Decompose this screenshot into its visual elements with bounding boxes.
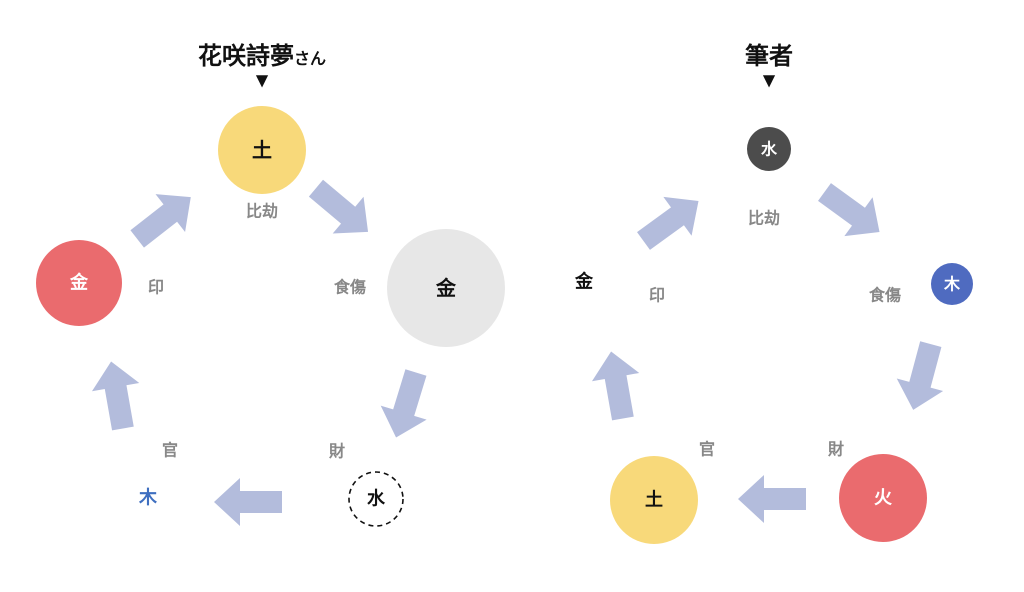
left-node-bottom-left-text: 木 (138, 487, 158, 509)
right-node-top: 水 (747, 127, 791, 171)
left-arrow-zai-to-kan (214, 478, 282, 526)
right-arrow-kan-to-in (587, 347, 647, 423)
right-marker: ▼ (763, 71, 776, 90)
right-node-bottom-left: 土 (610, 456, 698, 544)
right-label-in: 印 (649, 286, 665, 305)
left-title: 花咲詩夢さん (198, 36, 326, 71)
left-arrow-kan-to-in (87, 357, 147, 433)
left-label-shokushou: 食傷 (333, 278, 366, 297)
right-arrow-shokushou-to-zai (890, 337, 954, 417)
right-node-top-circle (747, 127, 791, 171)
left-arrow-hikou-to-shokushou (300, 169, 384, 251)
left-label-zai: 財 (329, 442, 345, 461)
right-node-left-text: 金 (574, 271, 594, 293)
right-node-top-text: 水 (761, 140, 778, 159)
right-arrow-zai-to-kan (738, 475, 806, 523)
right-node-left: 金 (574, 271, 594, 293)
right-node-bottom-left-text: 土 (645, 490, 663, 511)
right-node-right-circle (931, 263, 973, 305)
left-node-left-text: 金 (69, 272, 89, 294)
left-arrow-in-to-hikou (122, 178, 206, 258)
left-title-suffix: さん (293, 49, 327, 68)
left-node-right: 金 (387, 229, 505, 347)
left-node-top-circle (218, 106, 306, 194)
right-node-bottom-left-circle (610, 456, 698, 544)
right-arrow-in-to-hikou (629, 181, 713, 261)
left-node-bottom-right-circle (348, 471, 404, 527)
right-node-right: 木 (931, 263, 973, 305)
right-label-kan: 官 (699, 440, 715, 459)
right-label-zai: 財 (828, 440, 844, 459)
right-label-shokushou: 食傷 (868, 286, 901, 305)
left-node-left: 金 (36, 240, 122, 326)
left-arrow-shokushou-to-zai (373, 365, 439, 445)
left-node-bottom-left: 木 (138, 487, 158, 509)
left-node-bottom-right-text: 水 (367, 488, 386, 510)
right-node-bottom-right-circle (839, 454, 927, 542)
right-arrow-hikou-to-shokushou (810, 172, 894, 252)
right-title-name: 筆者 (745, 42, 793, 70)
left-node-right-circle (387, 229, 505, 347)
left-title-name: 花咲詩夢 (197, 42, 294, 70)
right-label-hikou: 比劫 (748, 209, 780, 228)
left-label-in: 印 (148, 278, 164, 297)
left-node-right-text: 金 (435, 276, 457, 300)
right-node-bottom-right-text: 火 (874, 488, 893, 509)
right-title: 筆者 (745, 36, 793, 71)
left-label-kan: 官 (162, 441, 178, 460)
left-node-top: 土 (218, 106, 306, 194)
right-node-bottom-right: 火 (839, 454, 927, 542)
left-node-top-text: 土 (252, 138, 272, 162)
left-marker: ▼ (256, 71, 269, 90)
left-node-bottom-right: 水 (348, 471, 404, 527)
right-node-right-text: 木 (943, 275, 961, 294)
left-label-hikou: 比劫 (246, 202, 278, 221)
left-node-left-circle (36, 240, 122, 326)
